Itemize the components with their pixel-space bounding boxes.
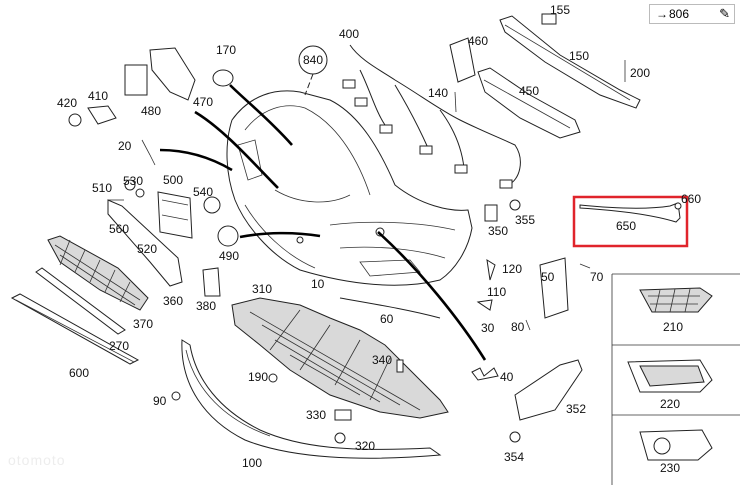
label-60: 60 bbox=[380, 312, 394, 326]
label-40: 40 bbox=[500, 370, 514, 384]
label-230: 230 bbox=[660, 461, 680, 475]
label-450: 450 bbox=[519, 84, 539, 98]
label-200: 200 bbox=[630, 66, 650, 80]
label-140: 140 bbox=[428, 86, 448, 100]
edit-icon[interactable]: ✎ bbox=[719, 6, 730, 21]
callout-arrow-470 bbox=[194, 110, 279, 189]
label-380: 380 bbox=[196, 299, 216, 313]
label-650: 650 bbox=[616, 219, 636, 233]
license-bracket bbox=[107, 191, 193, 287]
label-460: 460 bbox=[468, 34, 488, 48]
label-70: 70 bbox=[590, 270, 604, 284]
label-370: 370 bbox=[133, 317, 153, 331]
label-210: 210 bbox=[663, 320, 683, 334]
label-50: 50 bbox=[541, 270, 555, 284]
label-155: 155 bbox=[550, 3, 570, 17]
label-490: 490 bbox=[219, 249, 239, 263]
label-352: 352 bbox=[566, 402, 586, 416]
trim-strips bbox=[10, 267, 140, 365]
label-150: 150 bbox=[569, 49, 589, 63]
label-340: 340 bbox=[372, 353, 392, 367]
label-470: 470 bbox=[193, 95, 213, 109]
reference-nav[interactable]: → 806 ✎ bbox=[649, 4, 735, 24]
label-520: 520 bbox=[137, 242, 157, 256]
arrow-right-icon: → bbox=[656, 7, 668, 21]
label-500: 500 bbox=[163, 173, 183, 187]
callout-arrow-170 bbox=[229, 84, 293, 146]
lower-spoiler bbox=[181, 339, 442, 459]
label-190: 190 bbox=[248, 370, 268, 384]
label-360: 360 bbox=[163, 294, 183, 308]
highlight-box-650 bbox=[572, 195, 689, 248]
label-320: 320 bbox=[355, 439, 375, 453]
label-80: 80 bbox=[511, 320, 525, 334]
label-120: 120 bbox=[502, 262, 522, 276]
trim-part-650 bbox=[579, 202, 681, 223]
label-354: 354 bbox=[504, 450, 524, 464]
callout-arrow-490 bbox=[239, 231, 321, 239]
label-420: 420 bbox=[57, 96, 77, 110]
label-110: 110 bbox=[487, 285, 506, 299]
watermark: otomoto bbox=[8, 452, 66, 468]
label-20: 20 bbox=[118, 139, 132, 153]
label-840: 840 bbox=[303, 53, 323, 67]
label-330: 330 bbox=[306, 408, 326, 422]
label-10: 10 bbox=[311, 277, 325, 291]
grille bbox=[47, 235, 149, 311]
label-350: 350 bbox=[488, 224, 508, 238]
callout-arrow-40 bbox=[377, 231, 487, 361]
bumper-cover bbox=[226, 90, 473, 286]
label-400: 400 bbox=[339, 27, 359, 41]
under-panel bbox=[231, 297, 449, 419]
label-530: 530 bbox=[123, 174, 143, 188]
callout-arrow-20 bbox=[159, 148, 233, 172]
label-600: 600 bbox=[69, 366, 89, 380]
label-410: 410 bbox=[88, 89, 108, 103]
label-220: 220 bbox=[660, 397, 680, 411]
reference-number[interactable]: 806 bbox=[669, 7, 690, 21]
label-355: 355 bbox=[515, 213, 535, 227]
wiring-harness bbox=[342, 44, 521, 189]
label-660: 660 bbox=[681, 192, 701, 206]
label-310: 310 bbox=[252, 282, 272, 296]
label-560: 560 bbox=[109, 222, 129, 236]
related-parts-panel bbox=[611, 273, 740, 485]
label-540: 540 bbox=[193, 185, 213, 199]
label-510: 510 bbox=[92, 181, 112, 195]
label-480: 480 bbox=[141, 104, 161, 118]
label-170: 170 bbox=[216, 43, 236, 57]
part-labels: 10 20 30 40 50 60 70 80 90 100 110 120 1… bbox=[57, 3, 701, 475]
small-parts bbox=[68, 13, 626, 444]
label-90: 90 bbox=[153, 394, 167, 408]
label-100: 100 bbox=[242, 456, 262, 470]
label-270: 270 bbox=[109, 339, 129, 353]
impact-reinforcement bbox=[477, 15, 641, 139]
label-30: 30 bbox=[481, 321, 495, 335]
